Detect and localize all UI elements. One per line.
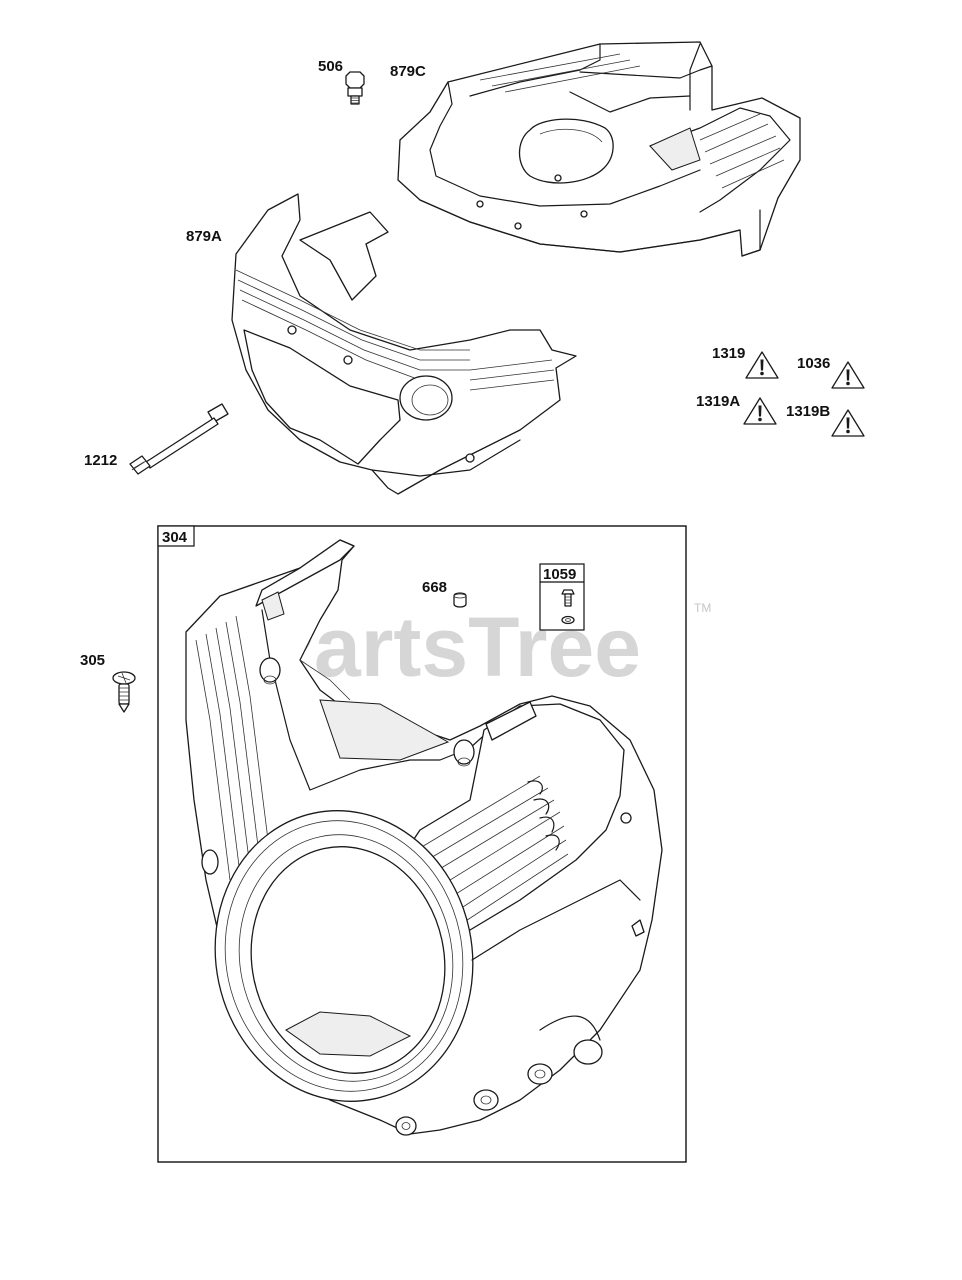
assembly-304-box <box>157 525 687 1163</box>
warning-decal-1036[interactable] <box>831 361 865 389</box>
callout-506: 506 <box>318 58 343 75</box>
callout-879a: 879A <box>186 228 222 245</box>
callout-668: 668 <box>422 579 447 596</box>
kit-1059-box[interactable] <box>539 563 585 631</box>
callout-1212: 1212 <box>84 452 117 469</box>
callout-304: 304 <box>162 529 188 546</box>
warning-decal-1319a[interactable] <box>743 397 777 425</box>
shroud-879a[interactable] <box>231 193 577 495</box>
spacer-668[interactable] <box>453 592 467 608</box>
callout-1319b: 1319B <box>786 403 830 420</box>
warning-decal-1319b[interactable] <box>831 409 865 437</box>
callout-1319a: 1319A <box>696 393 740 410</box>
blower-housing-304[interactable] <box>185 539 663 1136</box>
screw-305[interactable] <box>112 671 136 713</box>
shroud-879c[interactable] <box>397 41 801 257</box>
callout-labels: 506 879C 879A 1212 1319 1036 1319A 1319B… <box>80 58 830 669</box>
bolt-506[interactable] <box>345 71 365 105</box>
warning-decal-1319[interactable] <box>745 351 779 379</box>
callout-1036: 1036 <box>797 355 830 372</box>
watermark: PartsTree TM <box>258 600 711 694</box>
callout-1059: 1059 <box>543 566 576 583</box>
callout-1319: 1319 <box>712 345 745 362</box>
stud-1212[interactable] <box>129 403 229 475</box>
callout-879c: 879C <box>390 63 426 80</box>
watermark-tm: TM <box>694 601 711 615</box>
callout-305: 305 <box>80 652 105 669</box>
screw-1059-icon <box>561 589 575 625</box>
